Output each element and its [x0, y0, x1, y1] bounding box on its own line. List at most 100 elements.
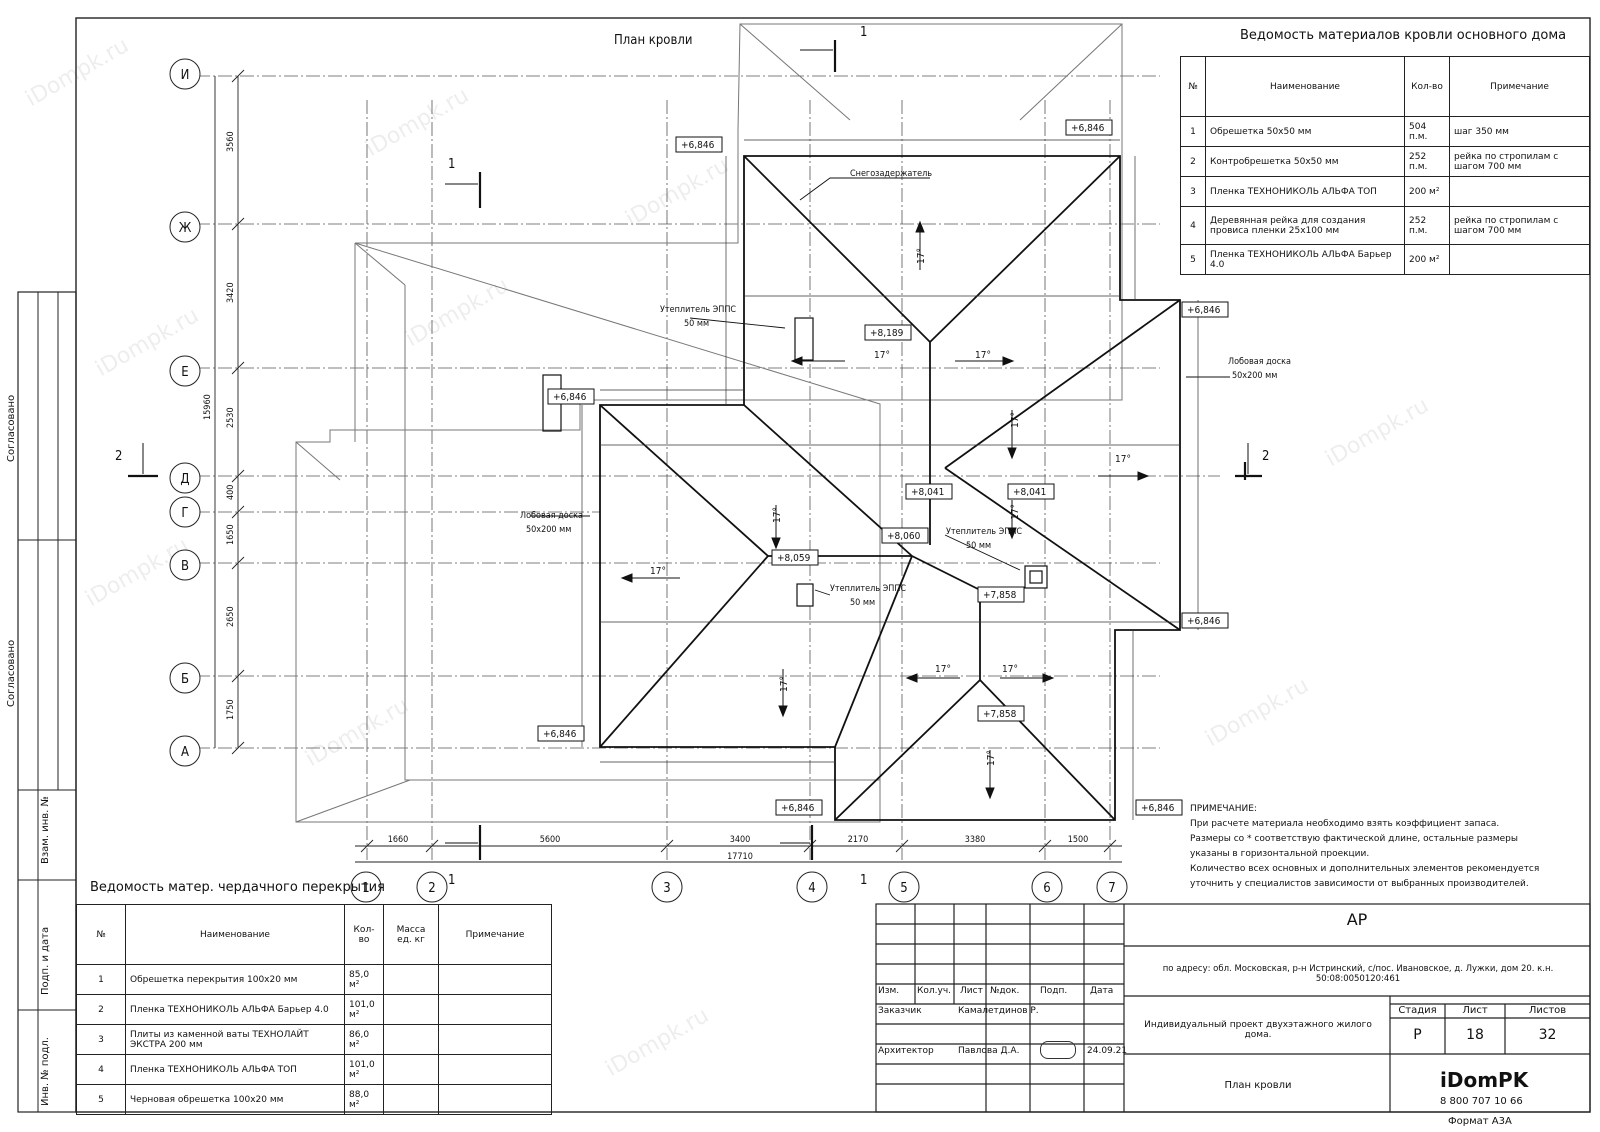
cell: 252 п.м.: [1404, 146, 1450, 177]
left-dimension-chain: [214, 69, 245, 755]
fascia-label: 50х200 мм: [526, 525, 571, 535]
attic-materials-table: № Наименование Кол-во Масса ед. кг Приме…: [76, 904, 552, 1115]
dim-value: 3380: [965, 835, 986, 845]
cell: рейка по стропилам с шагом 700 мм: [1449, 206, 1590, 245]
section-label: 2: [115, 449, 122, 464]
cell: [438, 1054, 552, 1085]
col-header: Кол-во: [1404, 56, 1450, 117]
lower-roof-outline: [295, 23, 1123, 823]
side-label: Взам. инв. №: [40, 796, 51, 864]
cell: 86,0 м²: [344, 1024, 384, 1055]
dim-value: 1500: [1068, 835, 1089, 845]
table-row: 3 Пленка ТЕХНОНИКОЛЬ АЛЬФА ТОП 200 м²: [1180, 176, 1590, 207]
table-row: 2 Контробрешетка 50х50 мм 252 п.м. рейка…: [1180, 146, 1590, 177]
sheets-value: 32: [1538, 1027, 1557, 1043]
cell: 200 м²: [1404, 244, 1450, 275]
axis-label: 7: [1108, 881, 1115, 896]
architect-name: Павлова Д.А.: [958, 1046, 1020, 1056]
document-code: АР: [1346, 910, 1368, 929]
fascia-label: 50х200 мм: [1232, 371, 1277, 381]
cell: Деревянная рейка для создания провиса пл…: [1205, 206, 1405, 245]
cell: Плиты из каменной ваты ТЕХНОЛАЙТ ЭКСТРА …: [125, 1024, 345, 1055]
left-dimensions: 3560 3420 2530 400 1650 2650 1750 15960: [203, 131, 236, 720]
roof-materials-title: Ведомость материалов кровли основного до…: [1240, 28, 1567, 43]
dim-value: 17710: [727, 852, 753, 862]
customer-name: Камалетдинов Р.: [958, 1006, 1039, 1016]
signature-icon: [1040, 1041, 1076, 1059]
cell: 1: [1180, 116, 1206, 147]
col-header: Масса ед. кг: [383, 904, 439, 965]
cell: 85,0 м²: [344, 964, 384, 995]
col-header: Примечание: [438, 904, 552, 965]
cell: Пленка ТЕХНОНИКОЛЬ АЛЬФА ТОП: [1205, 176, 1405, 207]
cell: [383, 1054, 439, 1085]
stage-value: Р: [1413, 1027, 1422, 1043]
slope-value: 17°: [1115, 454, 1131, 465]
table-row: 4 Деревянная рейка для создания провиса …: [1180, 206, 1590, 245]
cell: 252 п.м.: [1404, 206, 1450, 245]
axis-label: 4: [808, 881, 815, 896]
dim-value: 5600: [540, 835, 561, 845]
cell: Черновая обрешетка 100х20 мм: [125, 1084, 345, 1115]
bottom-dimension-chain: [355, 839, 1122, 863]
cell: Обрешетка перекрытия 100х20 мм: [125, 964, 345, 995]
rev-col: Подп.: [1040, 986, 1068, 996]
dim-value: 1660: [388, 835, 409, 845]
elevation: +6,846: [1141, 803, 1175, 814]
axis-label: А: [181, 745, 189, 760]
cell: 5: [76, 1084, 126, 1115]
cell: шаг 350 мм: [1449, 116, 1590, 147]
note-line: Количество всех основных и дополнительны…: [1190, 864, 1540, 889]
cell: Пленка ТЕХНОНИКОЛЬ АЛЬФА Барьер 4.0: [125, 994, 345, 1025]
cell: 4: [76, 1054, 126, 1085]
notes-heading: ПРИМЕЧАНИЕ:: [1190, 804, 1257, 814]
section-label: 1: [448, 157, 455, 172]
fascia-label: Лобовая доска: [520, 510, 583, 521]
company-phone: 8 800 707 10 66: [1440, 1096, 1523, 1107]
table-row: 3 Плиты из каменной ваты ТЕХНОЛАЙТ ЭКСТР…: [76, 1024, 552, 1055]
cell: [1449, 176, 1590, 207]
col-header: Кол-во: [344, 904, 384, 965]
chimney: [542, 317, 1048, 607]
side-label: Согласовано: [6, 394, 17, 462]
elevation: +8,060: [887, 531, 921, 542]
axis-label: И: [181, 68, 190, 83]
dim-value: 15960: [203, 394, 213, 420]
side-label: Согласовано: [6, 639, 17, 707]
col-header: №: [1180, 56, 1206, 117]
axis-label: 1: [362, 881, 369, 896]
section-label: 1: [860, 25, 867, 40]
axis-label: Е: [181, 365, 188, 380]
insulation-label: 50 мм: [966, 541, 991, 551]
elevation: +6,846: [1187, 616, 1221, 627]
slope-labels: 17° 17° 17° 17° 17° 17° 17° 17° 17° 17° …: [650, 248, 1131, 766]
cell: 88,0 м²: [344, 1084, 384, 1115]
elevation: +8,041: [1013, 487, 1046, 498]
elevation: +7,858: [983, 590, 1017, 601]
elevation: +6,846: [1071, 123, 1105, 134]
dim-value: 3560: [226, 131, 236, 152]
signature-date: 24.09.21: [1087, 1046, 1128, 1056]
cell: Обрешетка 50х50 мм: [1205, 116, 1405, 147]
cell: 2: [1180, 146, 1206, 177]
slope-value: 17°: [650, 566, 666, 577]
elevation: +8,041: [911, 487, 944, 498]
dim-value: 1750: [226, 699, 236, 720]
slope-arrows: [620, 220, 1150, 800]
table-row: 5 Пленка ТЕХНОНИКОЛЬ АЛЬФА Барьер 4.0 20…: [1180, 244, 1590, 275]
elevation: +6,846: [543, 729, 577, 740]
rev-col: Дата: [1090, 986, 1114, 996]
dim-value: 2530: [226, 407, 236, 428]
rev-col: №док.: [990, 986, 1020, 996]
sheets-label: Листов: [1528, 1005, 1567, 1016]
cell: [438, 994, 552, 1025]
cell: 504 п.м.: [1404, 116, 1450, 147]
cell: [383, 1024, 439, 1055]
dim-value: 3420: [226, 282, 236, 303]
rev-col: Изм.: [878, 986, 900, 996]
address: по адресу: обл. Московская, р-н Истринск…: [1162, 964, 1554, 984]
side-label: Подп. и дата: [40, 926, 51, 995]
section-marks: [128, 40, 1262, 860]
axis-label: Ж: [179, 221, 192, 236]
